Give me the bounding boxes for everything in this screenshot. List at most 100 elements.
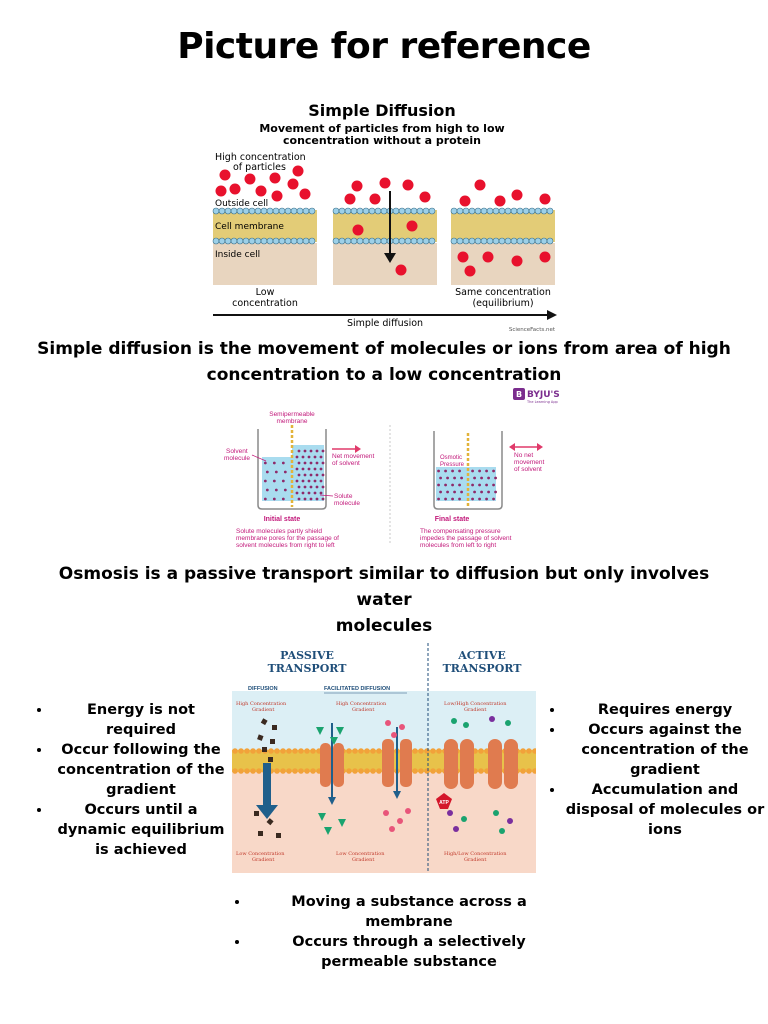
solute-dot (492, 469, 495, 473)
lipid-head (254, 237, 262, 245)
solute-dot (439, 490, 442, 494)
lipid-head (418, 748, 424, 754)
lipid-head (292, 768, 298, 774)
lipid-head (498, 237, 506, 245)
solute-dot (321, 461, 325, 465)
solute-dot (309, 497, 313, 501)
label-nonet-2: movement (514, 459, 545, 466)
lipid-head (280, 768, 286, 774)
lipid-head (256, 748, 262, 754)
label-low-2: concentration (232, 298, 298, 309)
lipid-head (370, 748, 376, 754)
lipid-head (286, 748, 292, 754)
diffusion-axis-arrow (213, 310, 557, 320)
lipid-head (260, 237, 268, 245)
diffusion-down-arrow (384, 191, 396, 263)
beaker-initial (257, 425, 327, 510)
desc-final-3: molecules from left to right (420, 542, 496, 549)
lipid-head (238, 768, 244, 774)
solute-dot (301, 467, 305, 471)
lipid-head (338, 237, 346, 245)
lipid-head (304, 768, 310, 774)
solute-dot (453, 476, 456, 480)
solute-dots-final (437, 469, 497, 501)
lipid-head (364, 748, 370, 754)
lipid-head (380, 237, 388, 245)
axis-label: Simple diffusion (347, 318, 423, 329)
solute-dot (494, 476, 497, 480)
solute-dot (480, 476, 483, 480)
solute-dot (307, 455, 311, 459)
diffusion-subtitle-2: concentration without a protein (283, 134, 481, 147)
solute-dot (471, 469, 474, 473)
lipid-head (498, 207, 506, 215)
solute-dot (473, 490, 476, 494)
diffusion-subtitle-1: Movement of particles from high to low (259, 122, 504, 135)
solute-dot (321, 473, 325, 477)
lipid-head (272, 207, 280, 215)
lipid-head (422, 207, 430, 215)
lipid-head (370, 768, 376, 774)
desc-initial-2: membrane pores for the passage of (236, 535, 339, 542)
lipid-head (412, 768, 418, 774)
lipid-head (480, 207, 488, 215)
active-point: Accumulation and disposal of molecules o… (565, 780, 765, 840)
lipid-head (486, 207, 494, 215)
passive-title-2: TRANSPORT (268, 662, 348, 675)
solute-dot (471, 483, 474, 487)
solute-dot (444, 469, 447, 473)
lipid-head (410, 207, 418, 215)
lipid-head (532, 748, 536, 754)
low-gradient-4: Gradient (352, 857, 374, 863)
diffusion-caption: Simple diffusion is the movement of mole… (0, 336, 768, 388)
solute-dot (444, 483, 447, 487)
lipid-head (526, 748, 532, 754)
lipid-head (272, 237, 280, 245)
lipid-head (404, 207, 412, 215)
lipid-head (376, 748, 382, 754)
lipid-head (486, 237, 494, 245)
lipid-head (374, 237, 382, 245)
lipid-head (418, 768, 424, 774)
solute-dot (295, 491, 299, 495)
channel-protein-2 (382, 727, 412, 799)
solute-dot (444, 497, 447, 501)
solute-dot (319, 467, 323, 471)
solute-dot (315, 473, 319, 477)
osmosis-figure: B BYJU'S The Learning App Semipermeable … (222, 385, 574, 555)
lipid-head (510, 207, 518, 215)
solute-dot (487, 490, 490, 494)
solute-dot (295, 467, 299, 471)
lipid-head (456, 207, 464, 215)
no-net-arrow (509, 443, 543, 451)
high-gradient-2: Gradient (252, 707, 274, 713)
solute-dot (303, 485, 307, 489)
green-triangles (316, 727, 346, 835)
solute-dot (303, 497, 307, 501)
lipid-head (268, 748, 274, 754)
lipid-head (278, 207, 286, 215)
lipid-head (274, 768, 280, 774)
lipid-head (352, 748, 358, 754)
lipid-head (298, 748, 304, 754)
svg-text:B: B (516, 390, 522, 399)
solute-dot (446, 476, 449, 480)
solute-dots-initial (263, 449, 325, 501)
page-heading: Picture for reference (177, 26, 591, 67)
lipid-head (522, 237, 530, 245)
solute-dot (309, 449, 313, 453)
label-net-1: Net movement (332, 453, 374, 460)
lipid-head (478, 768, 484, 774)
lipid-head (344, 237, 352, 245)
active-title-2: TRANSPORT (443, 662, 523, 675)
lipid-head (450, 207, 458, 215)
lipid-head (534, 237, 542, 245)
lipid-head (310, 748, 316, 754)
solute-dot (313, 479, 317, 483)
label-nonet-3: of solvent (514, 466, 542, 473)
solute-dot (303, 473, 307, 477)
lipid-head (274, 748, 280, 754)
pump-protein-1 (444, 739, 474, 789)
solute-dot (313, 467, 317, 471)
lipid-head (392, 237, 400, 245)
